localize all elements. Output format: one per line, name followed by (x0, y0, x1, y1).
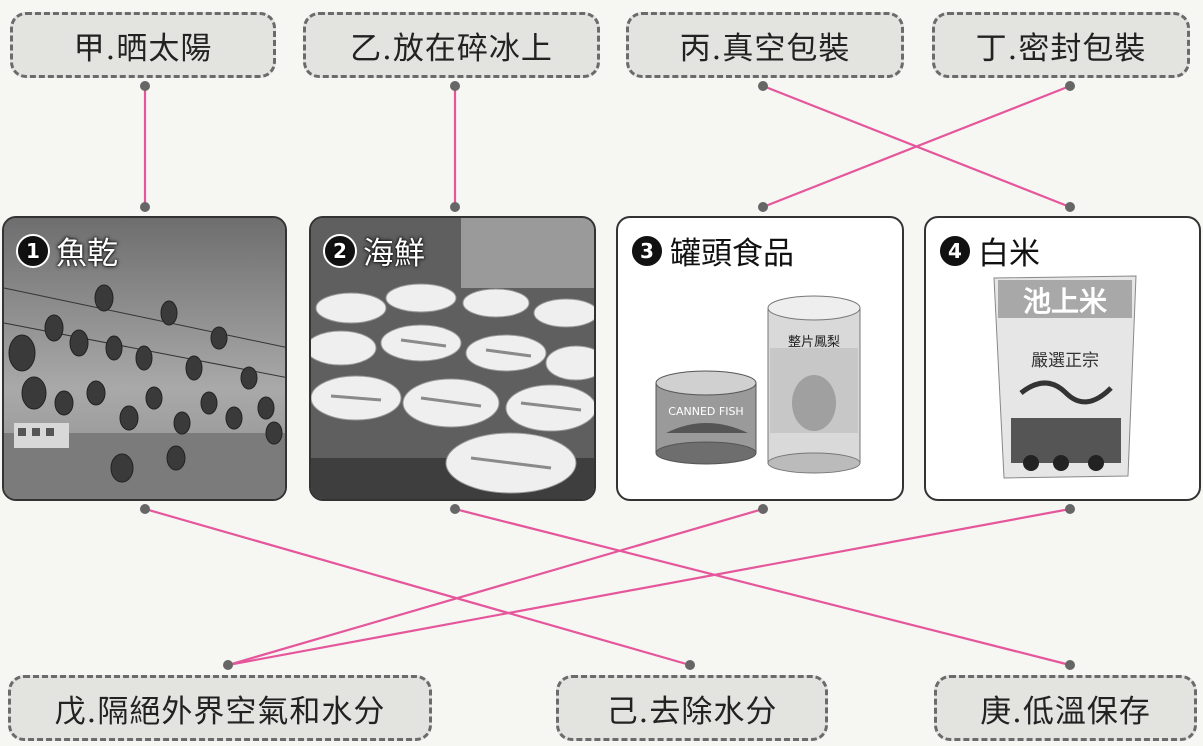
connector-bing-rice (762, 84, 1071, 209)
card-canned-food: 整片鳳梨 CANNED FISH 3 罐頭食品 (616, 216, 904, 501)
dot-card3-top (758, 202, 768, 212)
connector-seafood-geng (454, 507, 1071, 667)
dot-bottom-ji (685, 660, 695, 670)
connector-rice-wu (227, 507, 1071, 667)
label-ji: 己.去除水分 (556, 675, 828, 741)
dot-bottom-geng (1065, 660, 1075, 670)
dot-card1-bottom (140, 504, 150, 514)
label-ji-text: 己.去除水分 (606, 693, 778, 730)
card-4-title-text: 白米 (978, 236, 1040, 272)
canned-food-photo: 整片鳳梨 CANNED FISH (655, 295, 861, 474)
number-4-badge: 4 (938, 233, 972, 268)
card-dried-fish: 1 魚乾 (2, 216, 287, 501)
dot-top-yi (450, 81, 460, 91)
dot-card3-bottom (758, 504, 768, 514)
dot-bottom-wu (223, 660, 233, 670)
card-2-title-text: 海鮮 (363, 236, 425, 272)
rice-bag-brand: 池上米 (1023, 285, 1107, 318)
dried-fish-photo (4, 218, 285, 499)
label-wu: 戊.隔絕外界空氣和水分 (8, 675, 432, 741)
card-2-title: 2 海鮮 (323, 228, 425, 273)
label-yi-text: 乙.放在碎冰上 (350, 30, 553, 67)
card-3-title: 3 罐頭食品 (630, 228, 794, 273)
dot-card2-bottom (450, 504, 460, 514)
dot-card1-top (140, 202, 150, 212)
rice-bag-slogan: 嚴選正宗 (1031, 351, 1099, 371)
label-ding-text: 丁.密封包裝 (975, 30, 1147, 67)
label-bing: 丙.真空包裝 (626, 12, 904, 78)
label-yi: 乙.放在碎冰上 (303, 12, 600, 78)
dot-card4-bottom (1065, 504, 1075, 514)
card-4-title: 4 白米 (938, 228, 1040, 273)
rice-bag-photo: 池上米 嚴選正宗 (993, 275, 1137, 479)
label-wu-text: 戊.隔絕外界空氣和水分 (54, 693, 386, 730)
label-jia: 甲.晒太陽 (10, 12, 276, 78)
connector-ding-canned (762, 84, 1071, 209)
label-geng: 庚.低溫保存 (934, 675, 1197, 741)
dot-top-jia (140, 81, 150, 91)
dot-top-ding (1065, 81, 1075, 91)
dot-top-bing (758, 81, 768, 91)
dot-card4-top (1065, 202, 1075, 212)
label-geng-text: 庚.低溫保存 (980, 693, 1151, 730)
pineapple-can-label: 整片鳳梨 (788, 335, 840, 350)
fish-can-label: CANNED FISH (668, 405, 743, 418)
number-3-badge: 3 (630, 233, 664, 268)
connector-canned-wu (227, 507, 764, 667)
connector-fish-ji (144, 507, 691, 667)
number-2-badge: 2 (323, 233, 357, 268)
label-bing-text: 丙.真空包裝 (679, 30, 851, 67)
card-1-title: 1 魚乾 (16, 228, 118, 273)
card-seafood: 2 海鮮 (309, 216, 596, 501)
card-rice: 池上米 嚴選正宗 4 白米 (924, 216, 1201, 501)
label-ding: 丁.密封包裝 (932, 12, 1190, 78)
dot-card2-top (450, 202, 460, 212)
label-jia-text: 甲.晒太陽 (73, 30, 213, 67)
seafood-photo (311, 218, 594, 499)
card-3-title-text: 罐頭食品 (670, 236, 794, 272)
card-1-title-text: 魚乾 (56, 236, 118, 272)
number-1-badge: 1 (16, 233, 50, 268)
